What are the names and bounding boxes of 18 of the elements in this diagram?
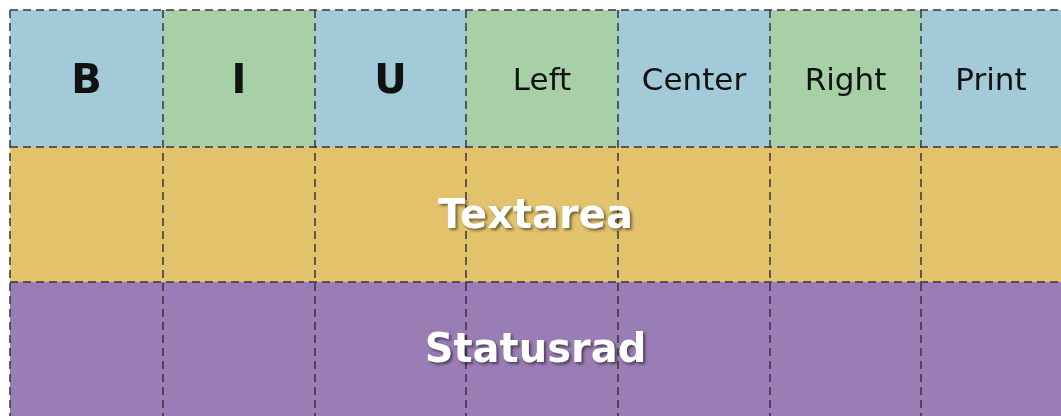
toolbar-cell: [466, 10, 618, 147]
format-button: [10, 10, 163, 147]
format-label: I: [231, 55, 247, 102]
layout-region: [10, 147, 1061, 282]
toolbar-cell: [618, 10, 770, 147]
toolbar-cell: [921, 10, 1061, 147]
format-label: B: [71, 55, 102, 102]
toolbar-label: Left: [512, 60, 572, 97]
region-label: Textarea: [438, 190, 633, 237]
format-button: [315, 10, 466, 147]
toolbar-cell: [770, 10, 921, 147]
region-label: Statusrad: [424, 325, 647, 371]
layout-region: [10, 282, 1061, 416]
toolbar-label: Center: [641, 60, 747, 97]
toolbar-label: Right: [804, 60, 887, 97]
format-label: U: [374, 55, 407, 102]
format-button: [163, 10, 315, 147]
toolbar-label: Print: [955, 60, 1027, 97]
